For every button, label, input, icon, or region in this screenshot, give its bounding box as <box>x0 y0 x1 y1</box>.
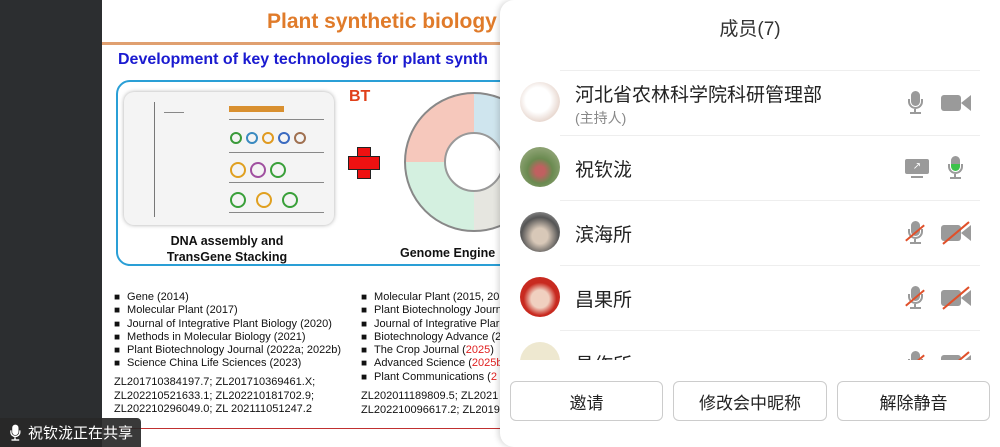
sharing-text: 祝钦泷正在共享 <box>28 425 134 442</box>
mic-muted-icon[interactable] <box>905 221 925 245</box>
publication-list-left: Gene (2014) Molecular Plant (2017) Journ… <box>114 291 341 371</box>
patent-line: ZL202210521633.1; ZL202210181702.9; <box>114 389 315 402</box>
member-name: 昌作所 <box>575 350 632 360</box>
member-name: 祝钦泷 <box>575 160 633 181</box>
patent-line: ZL202210296049.0; ZL 202111051247.2 <box>114 403 312 415</box>
list-item: Molecular Plant (2017) <box>114 304 341 317</box>
camera-icon[interactable] <box>941 91 971 115</box>
camera-off-icon[interactable] <box>941 221 971 245</box>
patent-line: ZL202011189809.5; ZL2021 <box>361 390 499 402</box>
list-item: Molecular Plant (2015, 20 <box>361 291 502 304</box>
list-item: Methods in Molecular Biology (2021) <box>114 331 341 344</box>
member-row[interactable]: 昌作所 <box>500 330 1000 360</box>
list-item: Journal of Integrative Plant Biology (20… <box>114 318 341 331</box>
unmute-button[interactable]: 解除静音 <box>837 381 990 421</box>
mic-muted-icon[interactable] <box>905 351 925 360</box>
screen-share-icon[interactable]: ↗ <box>905 156 933 180</box>
list-item: Science China Life Sciences (2023) <box>114 357 341 370</box>
title-divider <box>102 42 522 45</box>
avatar <box>520 277 560 317</box>
caption-line-2: TransGene Stacking <box>166 250 288 264</box>
list-item: Gene (2014) <box>114 291 341 304</box>
dna-assembly-figure <box>124 92 334 225</box>
list-item: Advanced Science (2025b <box>361 357 502 370</box>
list-item: Journal of Integrative Plar <box>361 318 502 331</box>
mic-muted-icon[interactable] <box>905 286 925 310</box>
figure-box <box>116 80 522 266</box>
avatar <box>520 82 560 122</box>
list-item: Plant Communications (2 <box>361 371 502 384</box>
footer-line <box>102 428 522 429</box>
red-plus-icon <box>348 147 380 179</box>
caption-genome-engineering: Genome Engine <box>400 246 496 260</box>
member-name: 河北省农林科学院科研管理部 <box>575 85 823 106</box>
mic-icon <box>10 424 21 441</box>
member-row[interactable]: 滨海所 <box>500 200 1000 265</box>
list-item: Plant Biotechnology Journal (2022a; 2022… <box>114 344 341 357</box>
panel-title: 成员(7) <box>719 19 781 40</box>
slide-subtitle: Development of key technologies for plan… <box>118 51 488 68</box>
sharing-banner: 祝钦泷正在共享 <box>0 418 142 447</box>
mic-icon[interactable] <box>908 91 923 115</box>
avatar <box>520 212 560 252</box>
left-strip <box>0 0 102 447</box>
patent-line: ZL202210096617.2; ZL2019 <box>361 403 500 416</box>
camera-off-icon[interactable] <box>941 351 971 360</box>
invite-button[interactable]: 邀请 <box>510 381 663 421</box>
publication-list-right: Molecular Plant (2015, 20 Plant Biotechn… <box>361 291 502 384</box>
member-name: 滨海所 <box>575 225 633 246</box>
member-row[interactable]: 河北省农林科学院科研管理部 (主持人) <box>500 70 1000 135</box>
list-item: Plant Biotechnology Journ <box>361 304 502 317</box>
patents-right: ZL202011189809.5; ZL2021 ZL202210096617.… <box>361 390 500 417</box>
member-row[interactable]: 昌果所 <box>500 265 1000 330</box>
rename-button[interactable]: 修改会中昵称 <box>673 381 827 421</box>
caption-line-1: DNA assembly and <box>170 234 284 248</box>
mic-speaking-icon[interactable] <box>948 156 963 180</box>
avatar <box>520 342 560 360</box>
bt-label: BT <box>349 88 371 105</box>
list-item: The Crop Journal (2025) <box>361 344 502 357</box>
list-item: Biotechnology Advance (2 <box>361 331 502 344</box>
patents-left: ZL201710384197.7; ZL201710369461.X; ZL20… <box>114 376 315 417</box>
camera-off-icon[interactable] <box>941 286 971 310</box>
avatar <box>520 147 560 187</box>
patent-line: ZL201710384197.7; ZL201710369461.X; <box>114 376 316 388</box>
members-panel: 成员(7) 河北省农林科学院科研管理部 (主持人) 祝钦泷 ↗ 滨海所 昌果所 … <box>500 0 1000 447</box>
host-label: (主持人) <box>575 110 627 126</box>
member-row[interactable]: 祝钦泷 ↗ <box>500 135 1000 200</box>
member-name: 昌果所 <box>575 290 633 311</box>
shared-slide: Plant synthetic biology Development of k… <box>102 0 522 447</box>
slide-title: Plant synthetic biology <box>267 10 497 33</box>
